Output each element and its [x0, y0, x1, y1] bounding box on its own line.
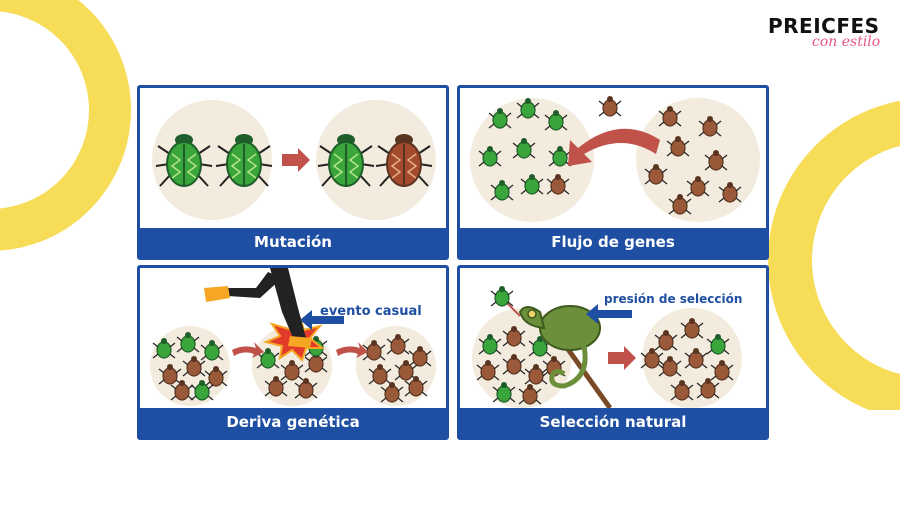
chameleon-tail — [549, 345, 588, 389]
running-leg — [270, 268, 306, 340]
chameleon-tongue — [505, 301, 521, 317]
panel-gene-flow: Flujo de genes — [457, 85, 769, 260]
annotation-arrow — [586, 304, 632, 324]
brand-name: PREICFES — [768, 14, 880, 38]
yellow-shoe — [288, 336, 312, 348]
yellow-ring-left-decoration — [0, 0, 131, 251]
brand-tagline: con estilo — [812, 34, 881, 50]
yellow-shoe — [204, 286, 230, 302]
genetic-drift-illustration — [150, 268, 436, 406]
panel-title-gene-flow: Flujo de genes — [460, 228, 766, 257]
annotation-random-event: evento casual — [320, 304, 422, 319]
panel-title-natural-selection: Selección natural — [460, 408, 766, 437]
yellow-ring-right-decoration — [768, 100, 900, 410]
green-beetle — [490, 285, 514, 307]
population-circle — [152, 100, 272, 220]
gene-flow-arrow — [568, 128, 660, 166]
panel-genetic-drift: evento casual Deriva genética — [137, 265, 449, 440]
panel-natural-selection: presión de selección Selección natural — [457, 265, 769, 440]
chameleon-eye — [527, 309, 537, 319]
brand-logo: PREICFES con estilo — [768, 14, 888, 54]
arrow-right — [336, 342, 368, 358]
natural-selection-illustration — [472, 285, 742, 408]
population-circle — [316, 100, 436, 220]
brown-beetle — [598, 95, 622, 117]
mutation-illustration — [152, 100, 436, 220]
gene-flow-illustration — [470, 95, 760, 222]
annotation-arrow — [300, 310, 344, 330]
panel-title-mutation: Mutación — [140, 228, 446, 257]
arrow-right — [232, 342, 264, 358]
arrow-right — [608, 346, 636, 370]
panel-title-genetic-drift: Deriva genética — [140, 408, 446, 437]
running-leg — [228, 272, 282, 298]
panel-mutation: Mutación — [137, 85, 449, 260]
annotation-selection-pressure: presión de selección — [604, 292, 743, 306]
arrow-right — [282, 148, 310, 172]
population-circle — [636, 98, 760, 222]
